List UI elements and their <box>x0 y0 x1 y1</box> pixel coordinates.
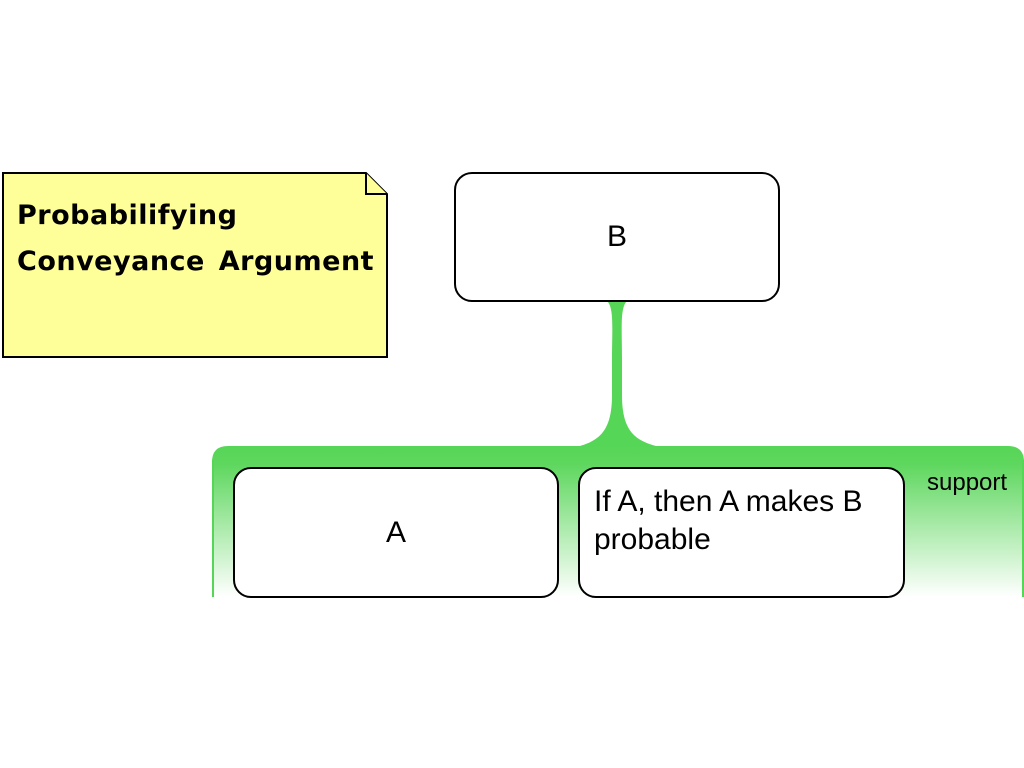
note-fold <box>365 173 387 195</box>
support-stem <box>580 302 656 446</box>
note-title: Probabilifying Conveyance Argument <box>17 200 375 277</box>
conclusion-text: B <box>606 220 627 253</box>
premise-text: A <box>385 515 406 549</box>
warrant-box[interactable]: If A, then A makes B probable <box>578 467 905 598</box>
support-label: support <box>927 469 1008 496</box>
premise-box[interactable]: A <box>233 467 559 598</box>
conclusion-box[interactable]: B <box>454 172 780 302</box>
note-shape <box>2 172 388 358</box>
warrant-text: If A, then A makes B probable <box>594 485 863 556</box>
